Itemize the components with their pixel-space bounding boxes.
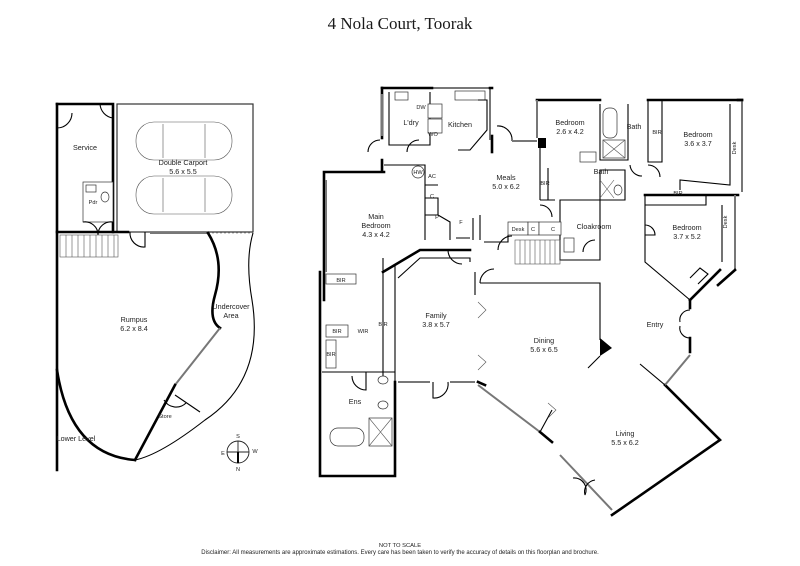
stairs-icon [59,234,119,258]
room-living: Living [616,429,635,438]
label-bir: BIR [540,181,549,187]
stairs-icon [514,239,561,265]
room-rumpus: Rumpus [121,315,148,324]
room-laundry: L'dry [403,118,419,127]
compass-w: W [252,449,258,455]
room-bedroom-3-size: 3.6 x 3.7 [684,139,712,148]
upper-level-plan [318,86,744,517]
room-main-bedroom-size: 4.3 x 4.2 [362,230,390,239]
label-c: C [531,227,535,233]
compass-n: N [236,467,240,473]
room-dining-size: 5.6 x 6.5 [530,345,558,354]
room-store: Store [158,414,171,420]
scale-note: NOT TO SCALE [378,543,422,549]
label-f: F [459,220,463,226]
room-double-carport: Double Carport [159,158,208,167]
label-dw: DW [416,105,426,111]
room-bath: Bath [627,122,642,131]
label-bir: BIR [336,278,345,284]
room-meals: Meals [496,173,516,182]
car-icon [135,121,233,215]
label-p: P [435,215,439,221]
plan-title: 4 Nola Court, Toorak [327,14,473,33]
disclaimer: Disclaimer: All measurements are approxi… [201,550,599,556]
room-entry: Entry [647,320,664,329]
label-bir: BIR [326,352,335,358]
compass-e: E [221,451,225,457]
room-meals-size: 5.0 x 6.2 [492,182,520,191]
room-bedroom-2: Bedroom [555,118,584,127]
room-kitchen: Kitchen [448,120,472,129]
label-c: C [430,194,434,200]
label-desk: Desk [732,141,738,154]
room-undercover-area-2: Area [223,311,238,320]
room-rumpus-size: 6.2 x 8.4 [120,324,148,333]
room-bedroom-2-size: 2.6 x 4.2 [556,127,584,136]
label-ac: AC [428,174,436,180]
room-cloakroom: Cloakroom [577,222,612,231]
compass-icon: S N E W [221,434,258,473]
room-wir: WIR [358,329,369,335]
label-desk: Desk [723,215,729,228]
label-desk: Desk [512,227,525,233]
lower-level-label: Lower Level [57,434,96,443]
room-undercover-area: Undercover [212,302,250,311]
label-hw: HW [413,170,423,176]
room-bedroom-4: Bedroom [672,223,701,232]
room-double-carport-size: 5.6 x 5.5 [169,167,197,176]
room-bath-2: Bath [594,167,609,176]
room-main-bedroom-2: Bedroom [361,221,390,230]
room-family-size: 3.8 x 5.7 [422,320,450,329]
label-bir: BIR [652,130,661,136]
compass-s: S [236,434,240,440]
label-c: C [551,227,555,233]
label-bir: BIR [332,329,341,335]
label-bir: BIR [378,322,387,328]
room-pdr: Pdr [89,200,98,206]
room-bedroom-3: Bedroom [683,130,712,139]
room-living-size: 5.5 x 6.2 [611,438,639,447]
room-ensuite: Ens [349,397,362,406]
room-main-bedroom: Main [368,212,384,221]
room-labels: Service Double Carport 5.6 x 5.5 Pdr Rum… [57,105,738,447]
room-dining: Dining [534,336,554,345]
room-family: Family [425,311,447,320]
room-bedroom-4-size: 3.7 x 5.2 [673,232,701,241]
label-bir: BIR [673,191,682,197]
lower-level-plan [55,102,255,472]
room-service: Service [73,143,97,152]
label-wo: WO [428,132,438,138]
